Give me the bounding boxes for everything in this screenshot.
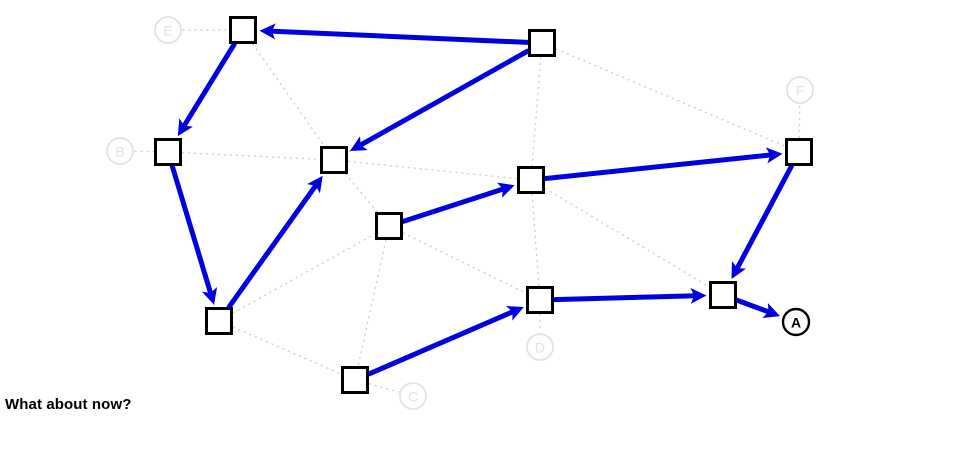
label-layer: E F B A D C [106,16,814,410]
label-ring [786,76,814,104]
path-arrow [367,306,524,377]
latent-edge [368,383,400,393]
latent-edge [402,232,527,294]
path-arrow [169,164,218,305]
node-label-d: D [526,333,554,361]
label-letter: E [163,23,172,39]
latent-edge [531,56,542,167]
node-label-f: F [786,76,814,104]
label-letter: F [796,83,805,99]
node-label-b: B [106,137,134,165]
latent-edge [347,160,518,180]
graph-node[interactable] [341,366,369,394]
label-letter: C [408,389,418,405]
graph-node[interactable] [229,16,257,44]
node-layer [154,16,813,394]
graph-node[interactable] [526,286,554,314]
latent-edge [555,48,786,147]
label-ring [781,307,811,337]
path-arrow [349,48,530,152]
latent-edge [232,326,342,375]
path-arrow [177,42,237,137]
label-ring [154,16,182,44]
graph-node[interactable] [375,212,403,240]
graph-node[interactable] [517,166,545,194]
latent-edge [252,43,325,147]
graph-node[interactable] [709,281,737,309]
path-arrow-layer [169,23,795,377]
path-arrow [226,175,323,310]
node-label-a: A [781,307,811,337]
path-arrow [553,287,707,304]
label-ring [106,137,134,165]
latent-edge [357,239,387,367]
graph-node[interactable] [154,138,182,166]
path-arrow [401,182,515,225]
caption-text: What about now? [5,396,132,413]
graph-node[interactable] [320,146,348,174]
label-letter: A [791,315,801,331]
label-ring [526,333,554,361]
latent-edge [181,151,321,161]
graph-node[interactable] [785,138,813,166]
graph-node[interactable] [528,29,556,57]
path-arrow [735,297,781,319]
label-letter: B [115,144,124,160]
graph-node[interactable] [205,307,233,335]
label-letter: D [535,340,545,356]
latent-edge [544,187,710,288]
latent-edge [798,104,801,139]
path-arrow [731,164,795,279]
latent-edge [531,193,540,287]
path-arrow [544,147,783,182]
node-label-c: C [399,382,427,410]
node-label-e: E [154,16,182,44]
latent-edge [344,173,379,213]
label-ring [399,382,427,410]
path-arrow [259,23,529,45]
